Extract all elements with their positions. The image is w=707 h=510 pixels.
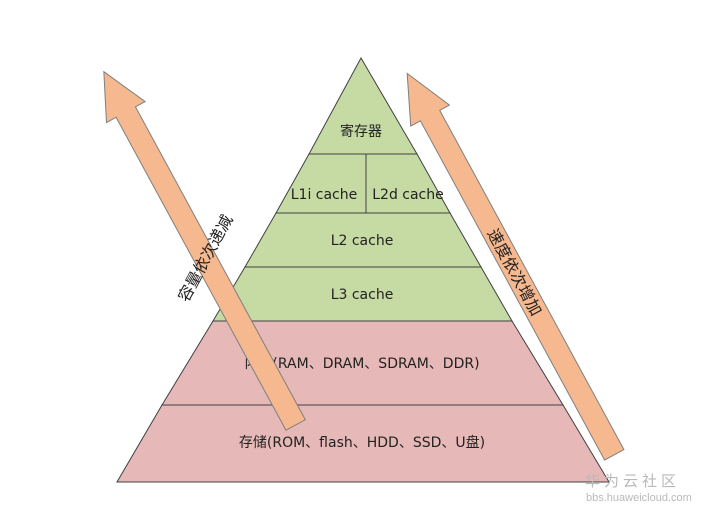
label-l1i-cache: L1i cache <box>291 187 358 203</box>
watermark-brand: 华为云社区 <box>585 472 680 490</box>
level-l1d-cache <box>365 153 451 214</box>
left-arrow <box>103 70 307 431</box>
level-l1i-cache <box>275 153 367 214</box>
label-storage: 存储(ROM、flash、HDD、SSD、U盘) <box>239 434 485 451</box>
label-l1d-cache: L2d cache <box>372 187 444 203</box>
watermark-url: bbs.huaweicloud.com <box>586 492 692 504</box>
label-register: 寄存器 <box>340 123 382 140</box>
label-l2-cache: L2 cache <box>331 233 394 249</box>
label-l3-cache: L3 cache <box>331 287 394 303</box>
right-arrow <box>406 72 625 461</box>
label-memory: 内存(RAM、DRAM、SDRAM、DDR) <box>244 356 479 372</box>
level-storage <box>116 404 610 483</box>
